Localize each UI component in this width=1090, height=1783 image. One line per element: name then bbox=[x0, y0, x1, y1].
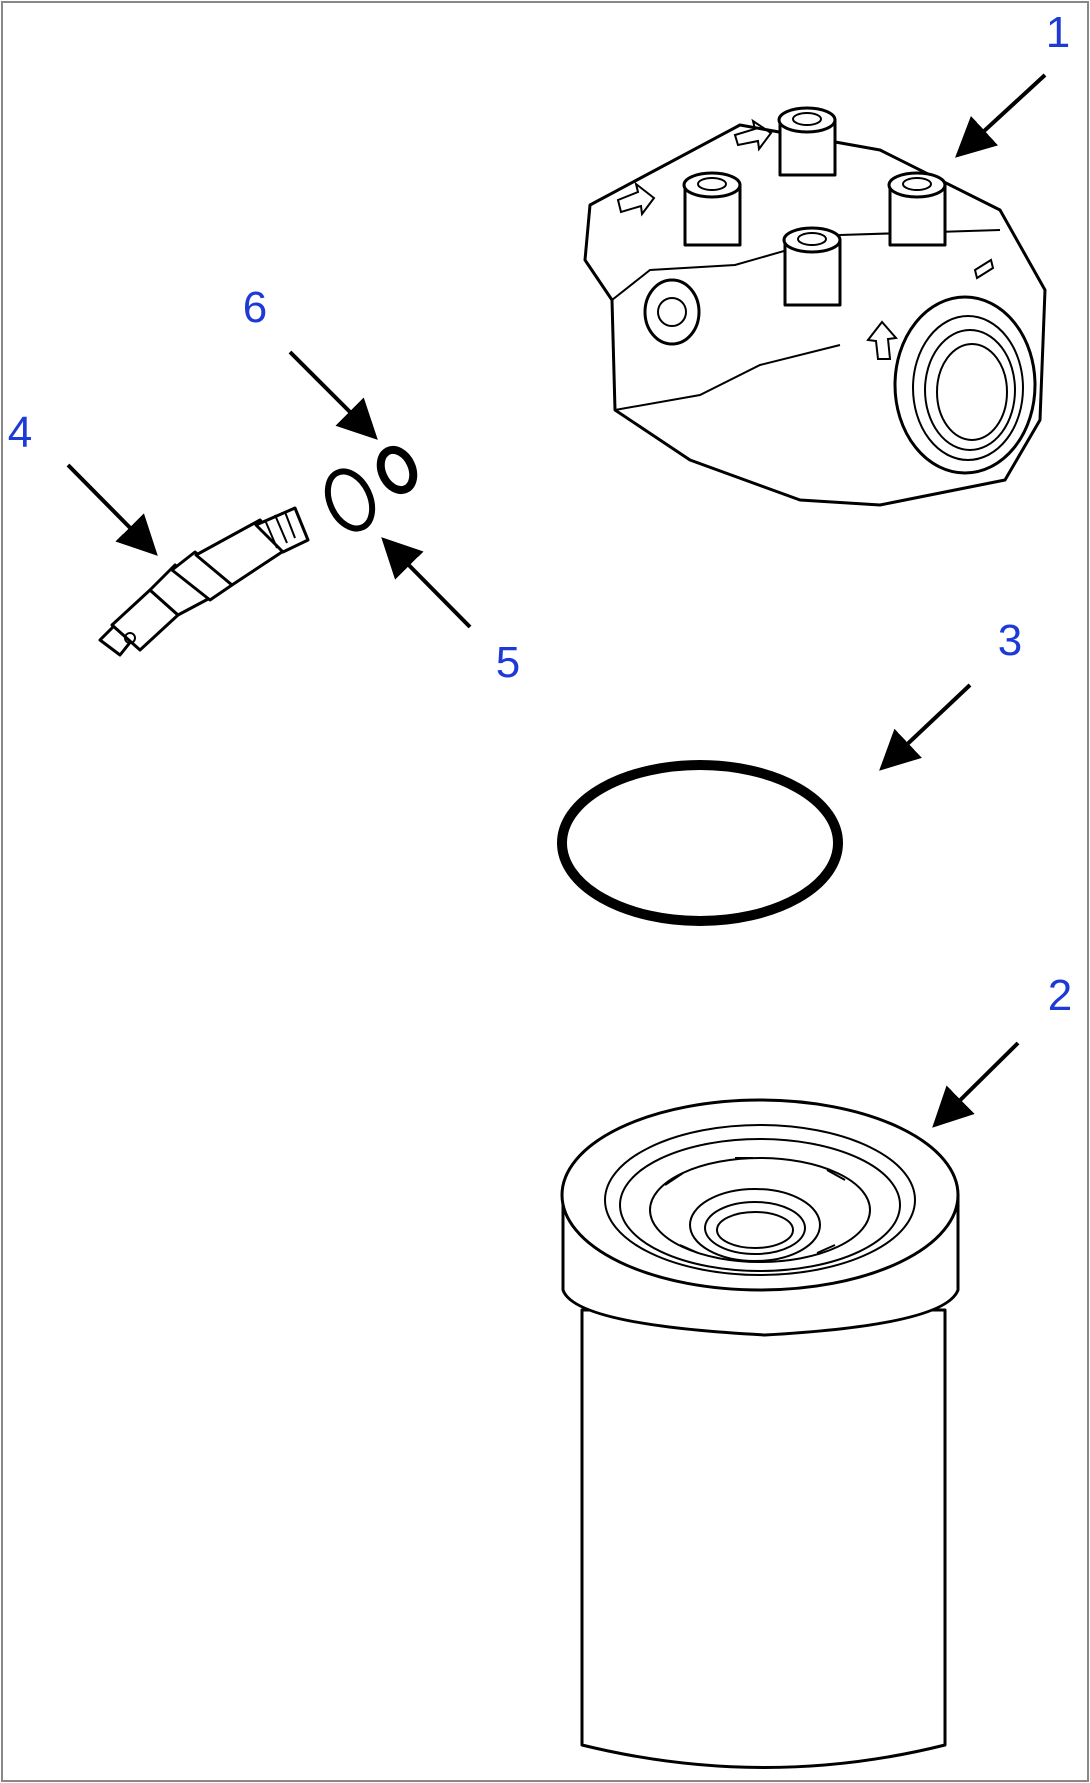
callout-4: 4 bbox=[8, 408, 32, 457]
o-ring-small-part bbox=[324, 468, 376, 532]
leader-arrow-6 bbox=[288, 350, 378, 440]
o-ring-large-part bbox=[557, 760, 843, 926]
filter-head-part bbox=[583, 106, 1047, 507]
callout-1: 1 bbox=[1046, 8, 1070, 57]
filter-cartridge-part bbox=[560, 1098, 960, 1769]
leader-arrow-5 bbox=[381, 537, 472, 629]
callout-6: 6 bbox=[243, 283, 267, 332]
callout-2: 2 bbox=[1048, 971, 1072, 1020]
leader-arrow-2 bbox=[932, 1041, 1020, 1128]
leader-arrow-4 bbox=[66, 463, 158, 556]
callout-3: 3 bbox=[998, 616, 1022, 665]
callout-5: 5 bbox=[496, 638, 520, 687]
backup-ring-part bbox=[376, 445, 418, 495]
leader-arrow-1 bbox=[955, 73, 1047, 158]
pressure-switch-part bbox=[98, 506, 310, 657]
leader-arrow-3 bbox=[879, 683, 972, 771]
